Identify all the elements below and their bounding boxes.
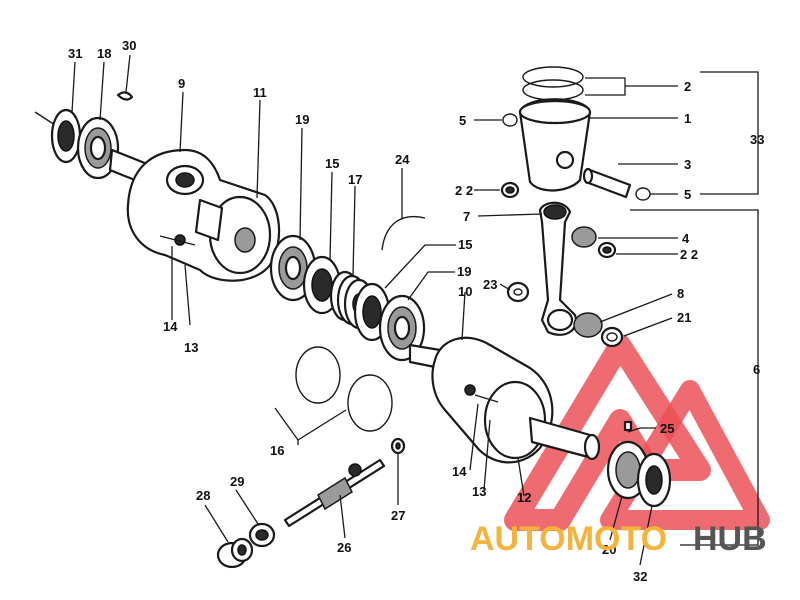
seal-29 xyxy=(248,522,276,548)
callout-4: 4 xyxy=(682,231,690,246)
callout-3: 3 xyxy=(684,157,691,172)
gear-28 xyxy=(216,537,254,569)
callout-6: 6 xyxy=(753,362,760,377)
callout-15-left: 15 xyxy=(325,156,339,171)
callout-33: 33 xyxy=(750,132,764,147)
callout-25: 25 xyxy=(660,421,674,436)
rings-16 xyxy=(295,346,393,432)
piston-pin-3 xyxy=(582,167,632,199)
washer-27 xyxy=(390,437,406,455)
callout-9: 9 xyxy=(178,76,185,91)
big-end-bearing-8 xyxy=(573,312,603,338)
callout-11: 11 xyxy=(253,85,267,100)
callout-15-right: 15 xyxy=(458,237,472,252)
left-crankshaft-half xyxy=(108,148,281,282)
circlip-5-lower xyxy=(635,187,651,201)
callout-16: 16 xyxy=(270,443,284,458)
washer-21 xyxy=(600,326,624,348)
center-bearing-19-right xyxy=(378,294,426,362)
callout-8: 8 xyxy=(677,286,684,301)
piston-1 xyxy=(518,98,592,192)
washer-22-upper xyxy=(500,181,520,199)
callout-22-lower: 2 2 xyxy=(680,247,698,262)
callout-22-upper: 2 2 xyxy=(455,183,473,198)
callout-13-left: 13 xyxy=(184,340,198,355)
key-25 xyxy=(623,420,633,432)
callout-27: 27 xyxy=(391,508,405,523)
callout-32: 32 xyxy=(633,569,647,584)
callout-26: 26 xyxy=(337,540,351,555)
leader-lines xyxy=(71,54,759,566)
callout-28: 28 xyxy=(196,488,210,503)
washer-22-lower xyxy=(597,241,617,259)
right-seal-32 xyxy=(636,452,672,508)
circlip-5-upper xyxy=(502,113,518,127)
small-end-bearing-4 xyxy=(571,226,597,248)
callout-1: 1 xyxy=(684,111,691,126)
left-bearing-18 xyxy=(76,116,120,180)
left-seal-31 xyxy=(34,108,82,164)
washer-23 xyxy=(506,281,530,303)
callout-19-left: 19 xyxy=(295,112,309,127)
callout-labels: 31 18 30 9 11 19 15 17 24 15 19 10 14 13… xyxy=(68,38,764,584)
callout-2: 2 xyxy=(684,79,691,94)
callout-13-right: 13 xyxy=(472,484,486,499)
callout-18: 18 xyxy=(97,46,111,61)
callout-5-upper: 5 xyxy=(459,113,466,128)
piston-rings-2 xyxy=(522,66,584,101)
watermark-part-b: HUB xyxy=(693,520,767,558)
pump-shaft-26 xyxy=(283,458,386,528)
connecting-rod-7 xyxy=(538,201,578,336)
callout-23: 23 xyxy=(483,277,497,292)
callout-7: 7 xyxy=(463,209,470,224)
callout-29: 29 xyxy=(230,474,244,489)
callout-24: 24 xyxy=(395,152,410,167)
right-crankshaft-half xyxy=(408,336,601,464)
callout-31: 31 xyxy=(68,46,82,61)
callout-12: 12 xyxy=(517,490,531,505)
callout-19-right: 19 xyxy=(457,264,471,279)
callout-20: 20 xyxy=(602,542,616,557)
circlip-24 xyxy=(381,215,426,251)
callout-5-lower: 5 xyxy=(684,187,691,202)
woodruff-key-30 xyxy=(116,91,134,101)
callout-10: 10 xyxy=(458,284,472,299)
callout-14-right: 14 xyxy=(452,464,467,479)
callout-17: 17 xyxy=(348,172,362,187)
callout-30: 30 xyxy=(122,38,136,53)
callout-14-left: 14 xyxy=(163,319,178,334)
watermark-part-a: AUTOMOTO xyxy=(470,520,667,558)
callout-21: 21 xyxy=(677,310,691,325)
watermark-text: AUTOMOTO HUB xyxy=(470,520,767,558)
